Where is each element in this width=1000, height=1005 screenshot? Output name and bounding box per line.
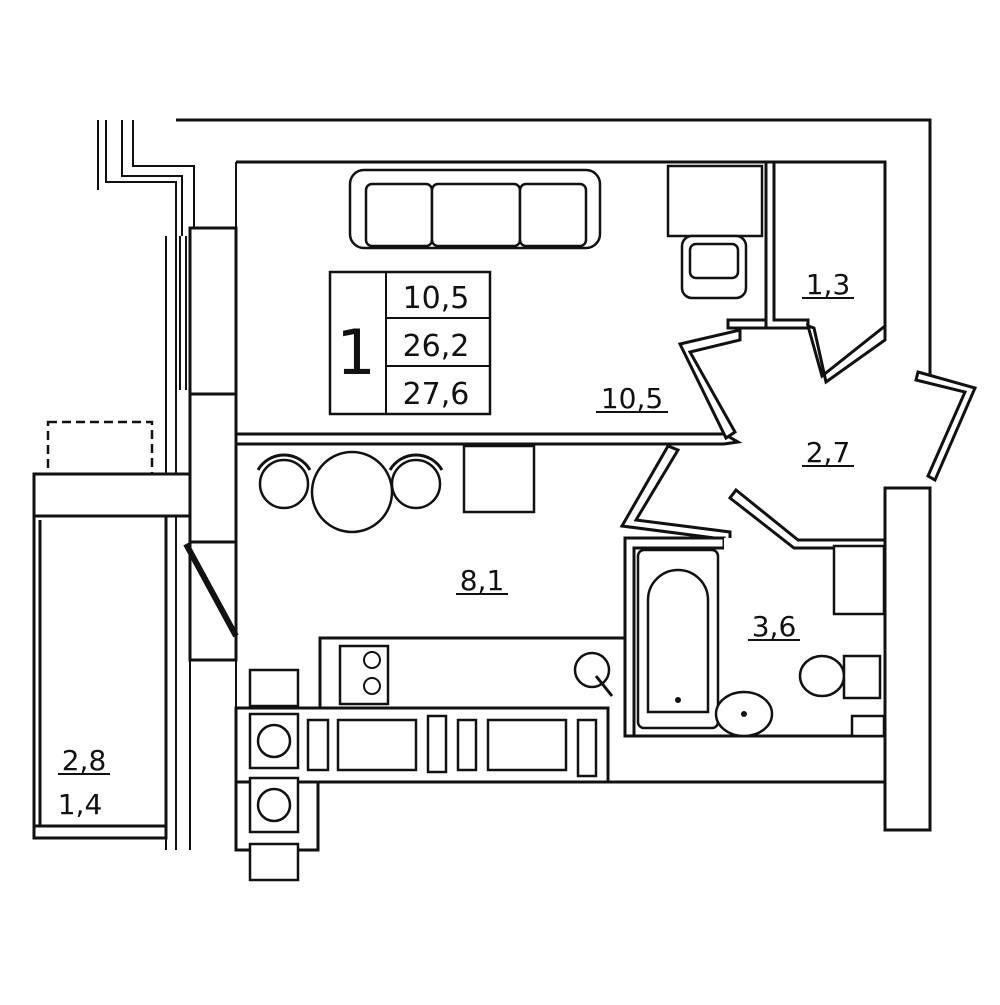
hall-door-leaf-2 — [805, 322, 887, 385]
bathroom-area: 3,6 — [752, 610, 797, 643]
balcony-area: 2,8 — [62, 744, 107, 777]
corner-line-4 — [132, 120, 195, 228]
partition-living-kitchen — [234, 432, 743, 446]
corner-line-2 — [105, 120, 177, 236]
toilet-tank — [842, 654, 882, 700]
cabinet-handle-1 — [306, 718, 330, 772]
balcony-dashed-unit — [46, 420, 154, 476]
burner-1 — [363, 651, 381, 669]
bathtub-drain — [675, 697, 681, 703]
kitchen-area: 8,1 — [460, 564, 505, 597]
bathroom-fixtures — [636, 544, 886, 738]
balcony-reduced-area: 1,4 — [58, 788, 103, 821]
vent-box-1 — [248, 668, 300, 708]
hall-door-leaf-1 — [677, 328, 742, 441]
washing-machine — [832, 544, 886, 616]
left-wall-window-1 — [188, 226, 238, 396]
bathtub-basin — [646, 568, 710, 714]
balcony-slab-top — [32, 472, 192, 518]
legend-rooms-count: 1 — [336, 316, 375, 389]
ventilation-shafts — [248, 668, 300, 882]
legend-total-area: 26,2 — [403, 329, 470, 364]
bathroom-wall-divider — [724, 538, 736, 736]
sink-faucet — [594, 675, 614, 697]
desk — [666, 164, 764, 238]
left-wall-pier — [188, 392, 238, 544]
desk-set — [666, 164, 764, 300]
corner-line-3 — [121, 120, 183, 236]
balcony-door-leaf — [183, 542, 239, 638]
fridge — [462, 444, 536, 514]
hall-door-leaf-4 — [619, 444, 732, 542]
living-room-area: 10,5 — [601, 382, 663, 415]
inner-wall-top — [236, 160, 887, 330]
room-labels: 10,5 1,3 2,7 8,1 3,6 2,8 1,4 — [58, 268, 854, 821]
chair-right-back — [388, 453, 444, 471]
sofa-cushion-1 — [364, 182, 434, 248]
cabinet-handle-2 — [426, 714, 448, 774]
outer-wall-top — [176, 118, 932, 380]
cabinet-2 — [486, 718, 568, 772]
sofa — [348, 168, 602, 250]
cabinet-handle-3 — [456, 718, 478, 772]
kitchen-sink — [573, 651, 611, 689]
right-wall-lower — [883, 486, 932, 832]
stove — [338, 644, 390, 706]
chair-left — [258, 458, 310, 510]
storage-wall-stub — [726, 318, 768, 330]
burner-2 — [363, 677, 381, 695]
kitchen-appliances — [306, 644, 614, 778]
vent-circle-1 — [256, 723, 292, 759]
cabinet-1 — [336, 718, 418, 772]
apartment-legend: 1 10,5 26,2 27,6 — [328, 270, 492, 416]
sofa-cushion-2 — [430, 182, 522, 248]
legend-frame — [328, 270, 492, 416]
storage-area: 1,3 — [806, 268, 851, 301]
balcony-outline — [32, 514, 168, 830]
legend-total-with-balcony: 27,6 — [403, 377, 470, 412]
vent-circle-2 — [256, 787, 292, 823]
chair-right — [390, 458, 442, 510]
outer-walls — [97, 118, 932, 850]
cabinet-handle-4 — [576, 718, 598, 778]
storage-wall — [764, 160, 810, 330]
desk-chair-seat — [688, 242, 740, 280]
toilet-bowl — [798, 654, 846, 698]
bathroom-socket — [850, 714, 886, 738]
balcony — [32, 420, 239, 840]
washbasin-drain — [741, 711, 747, 717]
hall-door-leaf-5 — [727, 487, 887, 550]
dining-table — [310, 450, 394, 534]
legend-living-area: 10,5 — [403, 281, 470, 316]
dining-set — [256, 444, 536, 534]
hallway-area: 2,7 — [806, 436, 851, 469]
chair-left-back — [256, 453, 312, 471]
balcony-slab-bottom — [32, 824, 168, 840]
vent-box-4 — [248, 842, 300, 882]
hall-door-leaf-3 — [914, 370, 978, 483]
sofa-cushion-3 — [518, 182, 588, 248]
